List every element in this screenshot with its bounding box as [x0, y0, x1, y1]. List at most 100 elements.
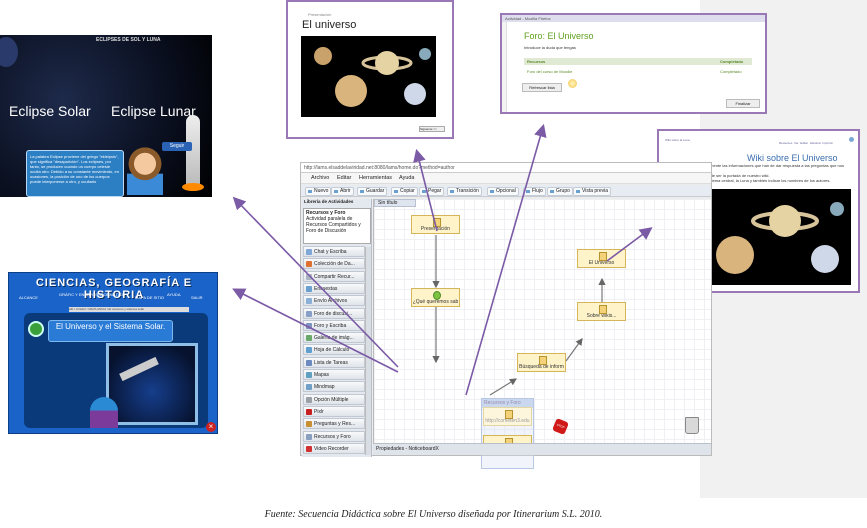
library-item[interactable]: Compartir Recur...: [303, 270, 365, 282]
universo-screenshot: Presentación El universo Siguiente >>: [286, 0, 454, 139]
new-button[interactable]: Nuevo: [305, 187, 332, 196]
library-item[interactable]: Foro de discusi...: [303, 307, 365, 319]
selected-activity-desc: Actividad paralela de Recursos Compartid…: [306, 216, 361, 234]
flow-button[interactable]: Flujo: [523, 187, 546, 196]
space-window: [106, 343, 198, 425]
eclipse-text: La palabra Eclipse proviene del griego "…: [26, 150, 124, 197]
universo-title: El universo: [302, 19, 357, 31]
nav-item[interactable]: SALIR: [191, 295, 203, 300]
eclipse-lunar-label[interactable]: Eclipse Lunar: [111, 103, 196, 119]
flow-connectors: [432, 235, 606, 396]
library-item[interactable]: Recursos y Foro: [303, 430, 365, 442]
wiki-text-3: Aquí podéis presentar el tema central, l…: [667, 178, 831, 183]
planets-drawing: [314, 47, 431, 107]
wiki-text-2: Esta primera página puede ser la portada…: [667, 173, 770, 178]
col-completado: Completado: [720, 59, 744, 64]
selected-activity-box: Recursos y Foro Actividad paralela de Re…: [303, 208, 371, 244]
library-item[interactable]: Video Recorder: [303, 442, 365, 454]
library-scrollbar[interactable]: [365, 247, 371, 455]
foro-left-strip: [502, 22, 507, 112]
library-item[interactable]: Mindmap: [303, 381, 365, 393]
refresh-button[interactable]: Refrescar lista: [522, 83, 562, 92]
wiki-link[interactable]: Ver: [794, 141, 799, 145]
transition-button[interactable]: Transición: [447, 187, 482, 196]
menu-editar[interactable]: Editar: [337, 175, 352, 181]
copy-button[interactable]: Copiar: [391, 187, 418, 196]
wizard-character-icon: [90, 397, 118, 428]
wiki-link[interactable]: Editar: [800, 141, 809, 145]
selected-activity-title: Recursos y Foro: [306, 210, 346, 216]
nav-item[interactable]: MAPA DE SITIO: [135, 295, 165, 300]
menu-herramientas[interactable]: Herramientas: [359, 175, 393, 181]
ciencias-breadcrumb: Alb / LOLEO / MILPLANCIA / El universo y…: [69, 307, 189, 312]
ciencias-logo-icon: [28, 321, 44, 337]
foro-title: Foro: El Universo: [524, 31, 594, 41]
universo-small-label: Presentación: [308, 12, 332, 17]
col-recursos: Recursos: [527, 59, 546, 64]
optional-button[interactable]: Opcional: [487, 187, 519, 196]
library-item[interactable]: Chat y Escriba: [303, 246, 365, 257]
row-estado: Completado: [720, 69, 742, 74]
ciencias-nav: ALCANCE GRÁFIC Y ENSAYOS INFORMÁTICO MAP…: [17, 292, 212, 304]
library-item[interactable]: Preguntas y Res...: [303, 418, 365, 430]
row-recurso-link[interactable]: Foro del curso de Moodle: [527, 69, 573, 74]
menu-ayuda[interactable]: Ayuda: [399, 175, 415, 181]
ciencias-inner-title: El Universo y el Sistema Solar.: [48, 320, 173, 342]
open-button[interactable]: Abrir: [331, 187, 354, 196]
wiki-link[interactable]: Historial: [809, 141, 821, 145]
planets-image: [301, 36, 436, 117]
wiki-link[interactable]: Imprimir: [822, 141, 834, 145]
girl-character-icon: [127, 147, 163, 195]
table-row: Foro del curso de Moodle Completado: [524, 68, 752, 75]
properties-bar[interactable]: Propiedades - NoticeboardX: [373, 443, 711, 455]
ciencias-inner: El Universo y el Sistema Solar.: [24, 313, 208, 428]
seguir-button[interactable]: Seguir: [162, 142, 192, 151]
wiki-help-icon[interactable]: [849, 137, 854, 142]
url-bar[interactable]: http://lams.elsaddelaviridad.net:8080/la…: [301, 163, 711, 173]
ciencias-screenshot: CIENCIAS, GEOGRAFÍA E HISTORIA ALCANCE G…: [8, 272, 218, 434]
menu-archivo[interactable]: Archivo: [311, 175, 330, 181]
library-item[interactable]: Lista de Tareas: [303, 356, 365, 368]
node-queremos-saber[interactable]: ¿Qué queremos sab: [411, 288, 460, 307]
close-icon[interactable]: ×: [206, 422, 216, 432]
library-item[interactable]: Hoja de Cálculo: [303, 344, 365, 356]
node-busqueda[interactable]: Búsqueda de inform: [517, 353, 566, 372]
group-button[interactable]: Grupo: [547, 187, 573, 196]
node-sobre-wikis[interactable]: Sobre wikis...: [577, 302, 626, 321]
node-el-universo[interactable]: El Universo: [577, 249, 626, 268]
eclipse-screenshot: ECLIPSES DE SOL Y LUNA Eclipse Solar Ecl…: [0, 35, 212, 197]
next-button[interactable]: Siguiente >>: [419, 126, 445, 132]
library-item[interactable]: Galería de imág...: [303, 332, 365, 344]
nav-item[interactable]: INFORMÁTICO: [97, 292, 125, 297]
wiki-title: Wiki sobre El Universo: [747, 153, 838, 163]
foro-intro: Introduce la duda que tengas: [524, 45, 576, 50]
save-button[interactable]: Guardar: [357, 187, 388, 196]
cursor-highlight-icon: [568, 79, 577, 88]
trash-icon[interactable]: [685, 417, 699, 434]
eclipse-solar-label[interactable]: Eclipse Solar: [9, 103, 91, 119]
library-item[interactable]: Colección de Da...: [303, 258, 365, 270]
wiki-top-label: Wiki sobre la Luna: [665, 138, 690, 142]
node-url[interactable]: http://cometen3.edu: [483, 407, 532, 426]
menu-bar: Archivo Editar Herramientas Ayuda: [301, 173, 711, 184]
wiki-links: Recientes Ver Editar Historial Imprimir: [779, 141, 833, 145]
library-item[interactable]: Encuestas: [303, 282, 365, 294]
finish-button[interactable]: Finalizar: [726, 99, 760, 108]
nav-item[interactable]: AYUDA: [167, 292, 181, 297]
library-item[interactable]: Pixlr: [303, 405, 365, 417]
canvas-tab[interactable]: Sin título: [374, 199, 416, 207]
nav-item[interactable]: GRÁFIC Y ENSAYOS: [59, 292, 98, 297]
ciencias-header: CIENCIAS, GEOGRAFÍA E HISTORIA: [35, 277, 193, 301]
library-item[interactable]: Opción Múltiple: [303, 393, 365, 405]
library-item[interactable]: Mapas: [303, 369, 365, 380]
wiki-link[interactable]: Recientes: [779, 141, 793, 145]
foro-screenshot: Actividad - Mozilla Firefox Foro: El Uni…: [500, 13, 767, 114]
toolbar: Nuevo Abrir Guardar Copiar Pegar Transic…: [301, 185, 711, 197]
nav-item[interactable]: ALCANCE: [19, 295, 38, 300]
paste-button[interactable]: Pegar: [419, 187, 445, 196]
preview-button[interactable]: Vista previa: [573, 187, 612, 196]
foro-window-bar: Actividad - Mozilla Firefox: [502, 15, 765, 22]
shuttle-icon: [182, 115, 204, 191]
sequence-canvas[interactable]: Sin título Presentación ¿Qué queremos sa…: [373, 199, 711, 469]
